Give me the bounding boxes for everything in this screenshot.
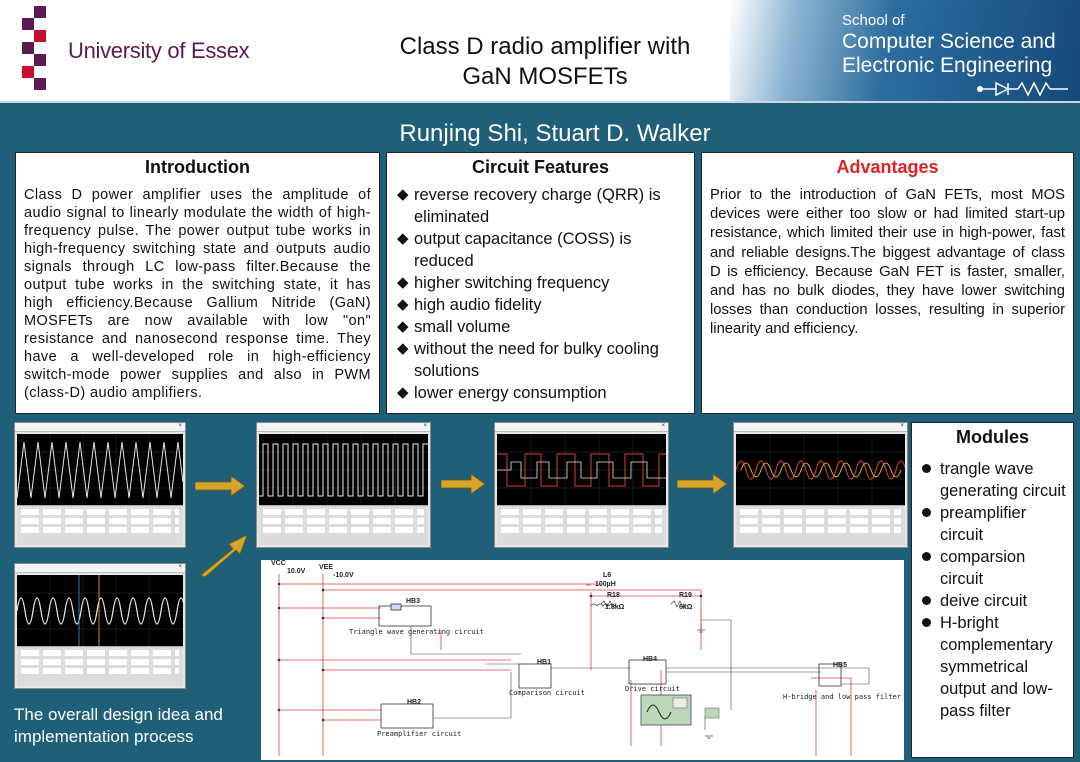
arrow-right-icon — [677, 474, 727, 494]
modules-title: Modules — [955, 427, 1029, 447]
diamond-bullet-icon: ◆ — [397, 230, 409, 247]
bullet-dot-icon — [922, 464, 931, 473]
inductor-value: 100µH — [595, 581, 616, 588]
drive-circuit-label: Drive circuit — [625, 685, 680, 693]
list-item: H-bright complementary symmetrical outpu… — [922, 612, 1067, 722]
diamond-bullet-icon: ◆ — [397, 384, 409, 401]
bullet-dot-icon — [922, 596, 931, 605]
close-icon: × — [178, 564, 182, 570]
close-icon: × — [900, 423, 904, 429]
school-line-2: Electronic Engineering — [842, 54, 1053, 77]
list-item: trangle wave generating circuit — [922, 458, 1067, 502]
schematic-wiring — [277, 574, 870, 756]
vee-value: -10.0V — [333, 572, 354, 579]
features-panel: Circuit Features ◆reverse recovery charg… — [386, 152, 695, 414]
poster-title: Class D radio amplifier with GaN MOSFETs — [340, 32, 750, 92]
hb2-label: HB2 — [407, 699, 422, 706]
hb1-label: HB1 — [537, 659, 552, 666]
output-waveform — [736, 434, 905, 506]
square-waveform — [259, 434, 428, 506]
close-icon: × — [178, 423, 182, 429]
arrow-right-icon — [195, 476, 245, 496]
school-of-label: School of — [842, 12, 905, 29]
resistor-r19-value: 6kΩ — [679, 604, 693, 611]
vcc-value: 10.0V — [287, 568, 306, 575]
circuit-schematic: VCC 10.0V VEE -10.0V L6 100µH R18 1.8kΩ … — [261, 560, 904, 760]
authors: Runjing Shi, Stuart D. Walker — [399, 120, 711, 147]
list-item: ◆small volume — [397, 318, 511, 336]
list-item: ◆lower energy consumption — [397, 384, 607, 402]
vee-label: VEE — [319, 564, 334, 571]
title-line-1: Class D radio amplifier with — [399, 33, 691, 60]
introduction-title: Introduction — [145, 157, 250, 177]
advantages-text: Prior to the introduction of GaN FETs, m… — [710, 187, 1065, 338]
diamond-bullet-icon: ◆ — [397, 296, 409, 313]
poster-header: University of Essex Class D radio amplif… — [0, 0, 1080, 103]
list-item: ◆without the need for bulky cooling solu… — [397, 340, 659, 380]
bullet-dot-icon — [922, 552, 931, 561]
hb5-label: HB5 — [833, 662, 848, 669]
list-item: ◆high audio fidelity — [397, 296, 542, 314]
school-line-1: Computer Science and — [842, 30, 1056, 53]
vcc-label: VCC — [271, 560, 286, 567]
triangle-circuit-label: Triangle wave generating circuit — [349, 628, 484, 636]
list-item: ◆reverse recovery charge (QRR) is elimin… — [397, 186, 661, 226]
resistor-r19-label: R19 — [679, 592, 692, 599]
arrow-right-icon — [441, 474, 485, 494]
close-icon: × — [661, 423, 665, 429]
close-icon: × — [423, 423, 427, 429]
diamond-bullet-icon: ◆ — [397, 340, 409, 357]
modules-list: trangle wave generating circuit preampli… — [912, 448, 1073, 722]
arrow-diagonal-icon — [200, 534, 248, 577]
hb3-label: HB3 — [406, 598, 421, 605]
modules-panel: Modules trangle wave generating circuit … — [911, 422, 1074, 758]
university-name: University of Essex — [68, 38, 250, 63]
resistor-r18-label: R18 — [607, 592, 620, 599]
diamond-bullet-icon: ◆ — [397, 186, 409, 203]
list-item: deive circuit — [922, 590, 1067, 612]
university-logo — [16, 6, 52, 94]
diamond-bullet-icon: ◆ — [397, 318, 409, 335]
bullet-dot-icon — [922, 508, 931, 517]
introduction-panel: Introduction Class D power amplifier use… — [15, 152, 380, 414]
inductor-label: L6 — [603, 572, 612, 579]
sine-waveform — [17, 575, 183, 647]
comparison-circuit-label: Comparison circuit — [509, 689, 585, 697]
oscilloscope-sine: × — [14, 563, 186, 689]
list-item: ◆output capacitance (COSS) is reduced — [397, 230, 632, 270]
pwm-waveform — [497, 434, 666, 506]
preamp-circuit-label: Preamplifier circuit — [377, 730, 462, 738]
advantages-panel: Advantages Prior to the introduction of … — [701, 152, 1074, 414]
features-title: Circuit Features — [471, 157, 610, 177]
bullet-dot-icon — [922, 618, 931, 627]
features-list: ◆reverse recovery charge (QRR) is elimin… — [387, 178, 694, 404]
title-line-2: GaN MOSFETs — [462, 63, 628, 90]
oscilloscope-triangle: × — [14, 422, 186, 548]
design-caption: The overall design idea and implementati… — [14, 705, 223, 746]
list-item: comparsion circuit — [922, 546, 1067, 590]
list-item: ◆higher switching frequency — [397, 274, 610, 292]
oscilloscope-pwm: × — [494, 422, 669, 548]
resistor-r18-value: 1.8kΩ — [605, 604, 625, 611]
list-item: preamplifier circuit — [922, 502, 1067, 546]
circuit-symbol-icon — [977, 81, 1068, 97]
triangle-waveform — [17, 434, 183, 506]
introduction-text: Class D power amplifier uses the amplitu… — [24, 187, 371, 401]
oscilloscope-output: × — [733, 422, 908, 548]
advantages-title: Advantages — [836, 157, 939, 177]
school-name: Computer Science and Electronic Engineer… — [842, 30, 1056, 78]
hbridge-circuit-label: H-bridge and low pass filter — [783, 693, 902, 701]
diamond-bullet-icon: ◆ — [397, 274, 409, 291]
hb4-label: HB4 — [643, 656, 658, 663]
oscilloscope-square: × — [256, 422, 431, 548]
